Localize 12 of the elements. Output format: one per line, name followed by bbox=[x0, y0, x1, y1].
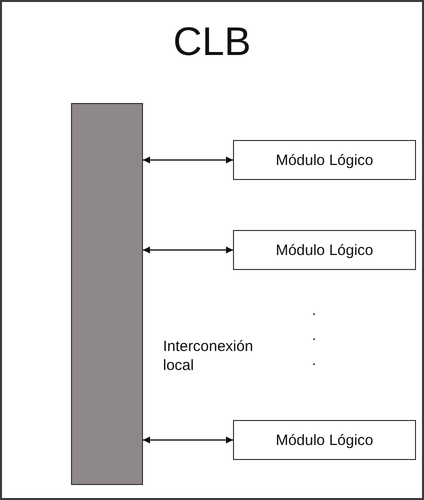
double-arrow bbox=[143, 156, 233, 164]
double-arrow bbox=[143, 436, 233, 444]
title: CLB bbox=[172, 20, 252, 65]
logic-module-box: Módulo Lógico bbox=[233, 230, 416, 270]
logic-module-box: Módulo Lógico bbox=[233, 420, 416, 460]
interconnect-bar bbox=[71, 103, 143, 485]
ellipsis-dot: . bbox=[312, 352, 316, 371]
logic-module-box: Módulo Lógico bbox=[233, 140, 416, 180]
ellipsis-dot: . bbox=[312, 302, 316, 321]
ellipsis-dot: . bbox=[312, 327, 316, 346]
interconnect-label: Interconexión local bbox=[163, 338, 254, 376]
double-arrow bbox=[143, 246, 233, 254]
